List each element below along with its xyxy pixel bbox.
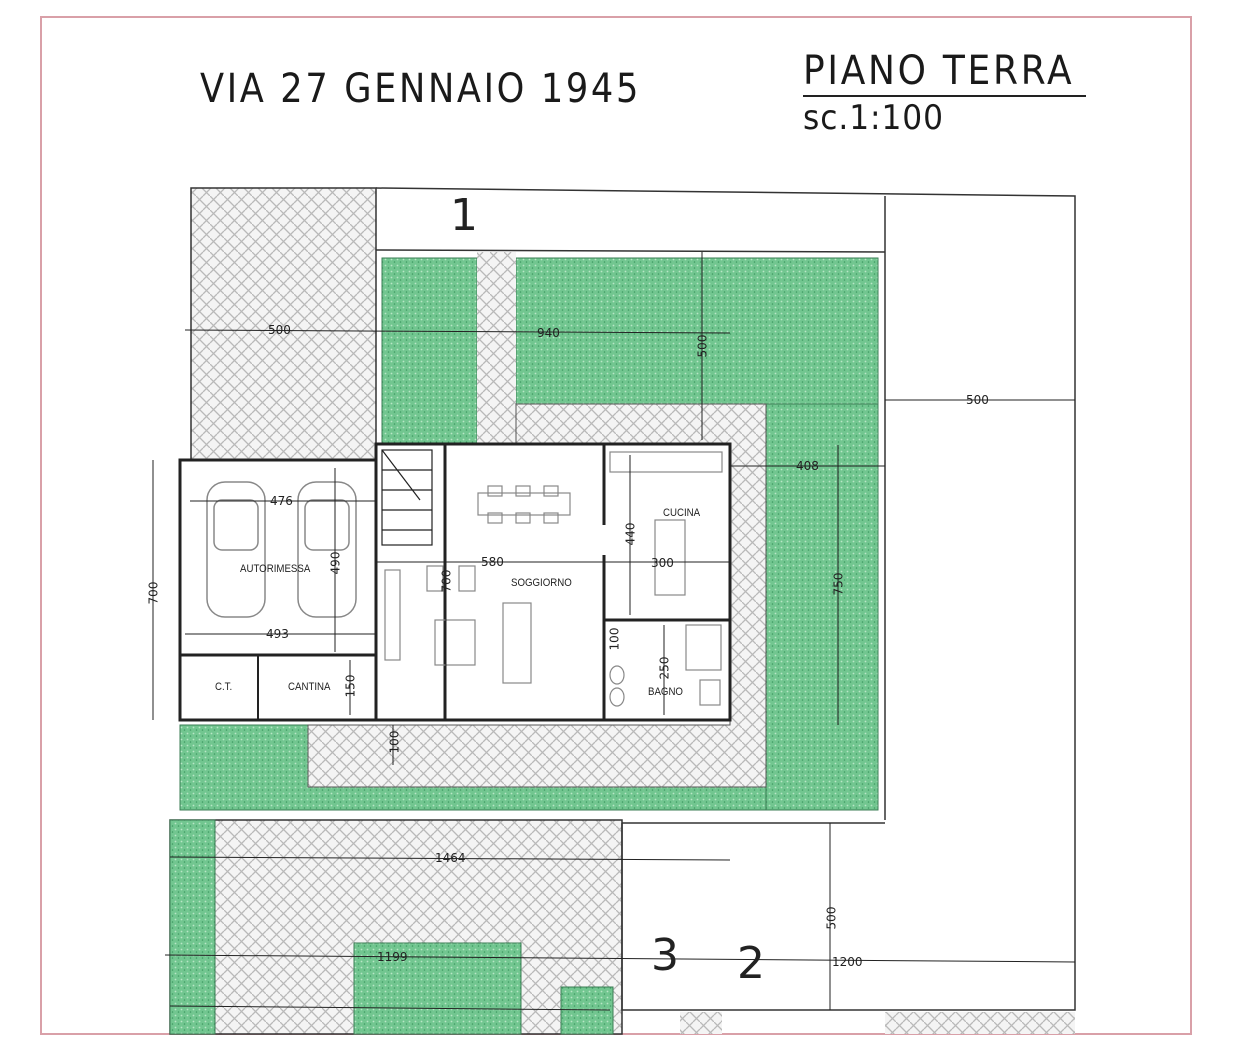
- entrance-marker-3: 3: [651, 930, 679, 981]
- car-icon: [206, 481, 357, 618]
- dim-label: 500: [268, 323, 291, 337]
- dim-label: 700: [146, 581, 161, 605]
- entrance-marker-1: 1: [450, 190, 478, 241]
- dim-label: 150: [343, 674, 358, 698]
- dim-label: 408: [796, 459, 819, 473]
- plan-scale: sc.1:100: [803, 98, 944, 138]
- dim-label: 940: [537, 326, 560, 340]
- plan-title: PIANO TERRA: [803, 48, 1075, 94]
- dim-label: 500: [824, 906, 839, 930]
- dim-label: 440: [623, 522, 638, 546]
- dim-label: 100: [387, 730, 402, 754]
- room-label-boiler: C.T.: [215, 681, 233, 693]
- dim-label: 700: [439, 569, 454, 593]
- room-label-kitchen: CUCINA: [663, 507, 701, 519]
- dim-label: 100: [607, 627, 622, 651]
- dim-label: 500: [966, 393, 989, 407]
- room-label-bathroom: BAGNO: [648, 686, 683, 698]
- dim-label: 300: [651, 556, 674, 570]
- dim-label: 580: [481, 555, 504, 569]
- dim-label: 476: [270, 494, 293, 508]
- street-title: VIA 27 GENNAIO 1945: [200, 66, 641, 112]
- dim-label: 750: [831, 572, 846, 596]
- room-label-cellar: CANTINA: [288, 681, 331, 693]
- room-label-garage: AUTORIMESSA: [240, 563, 311, 575]
- dim-label: 1200: [832, 955, 863, 969]
- dim-label: 1464: [435, 851, 466, 865]
- room-label-living: SOGGIORNO: [511, 577, 572, 589]
- dim-label: 490: [328, 551, 343, 575]
- dim-label: 1199: [377, 950, 408, 964]
- dim-label: 500: [695, 334, 710, 358]
- dim-label: 493: [266, 627, 289, 641]
- title-underline: [803, 95, 1086, 97]
- dim-label: 250: [657, 656, 672, 680]
- entrance-marker-2: 2: [737, 938, 765, 989]
